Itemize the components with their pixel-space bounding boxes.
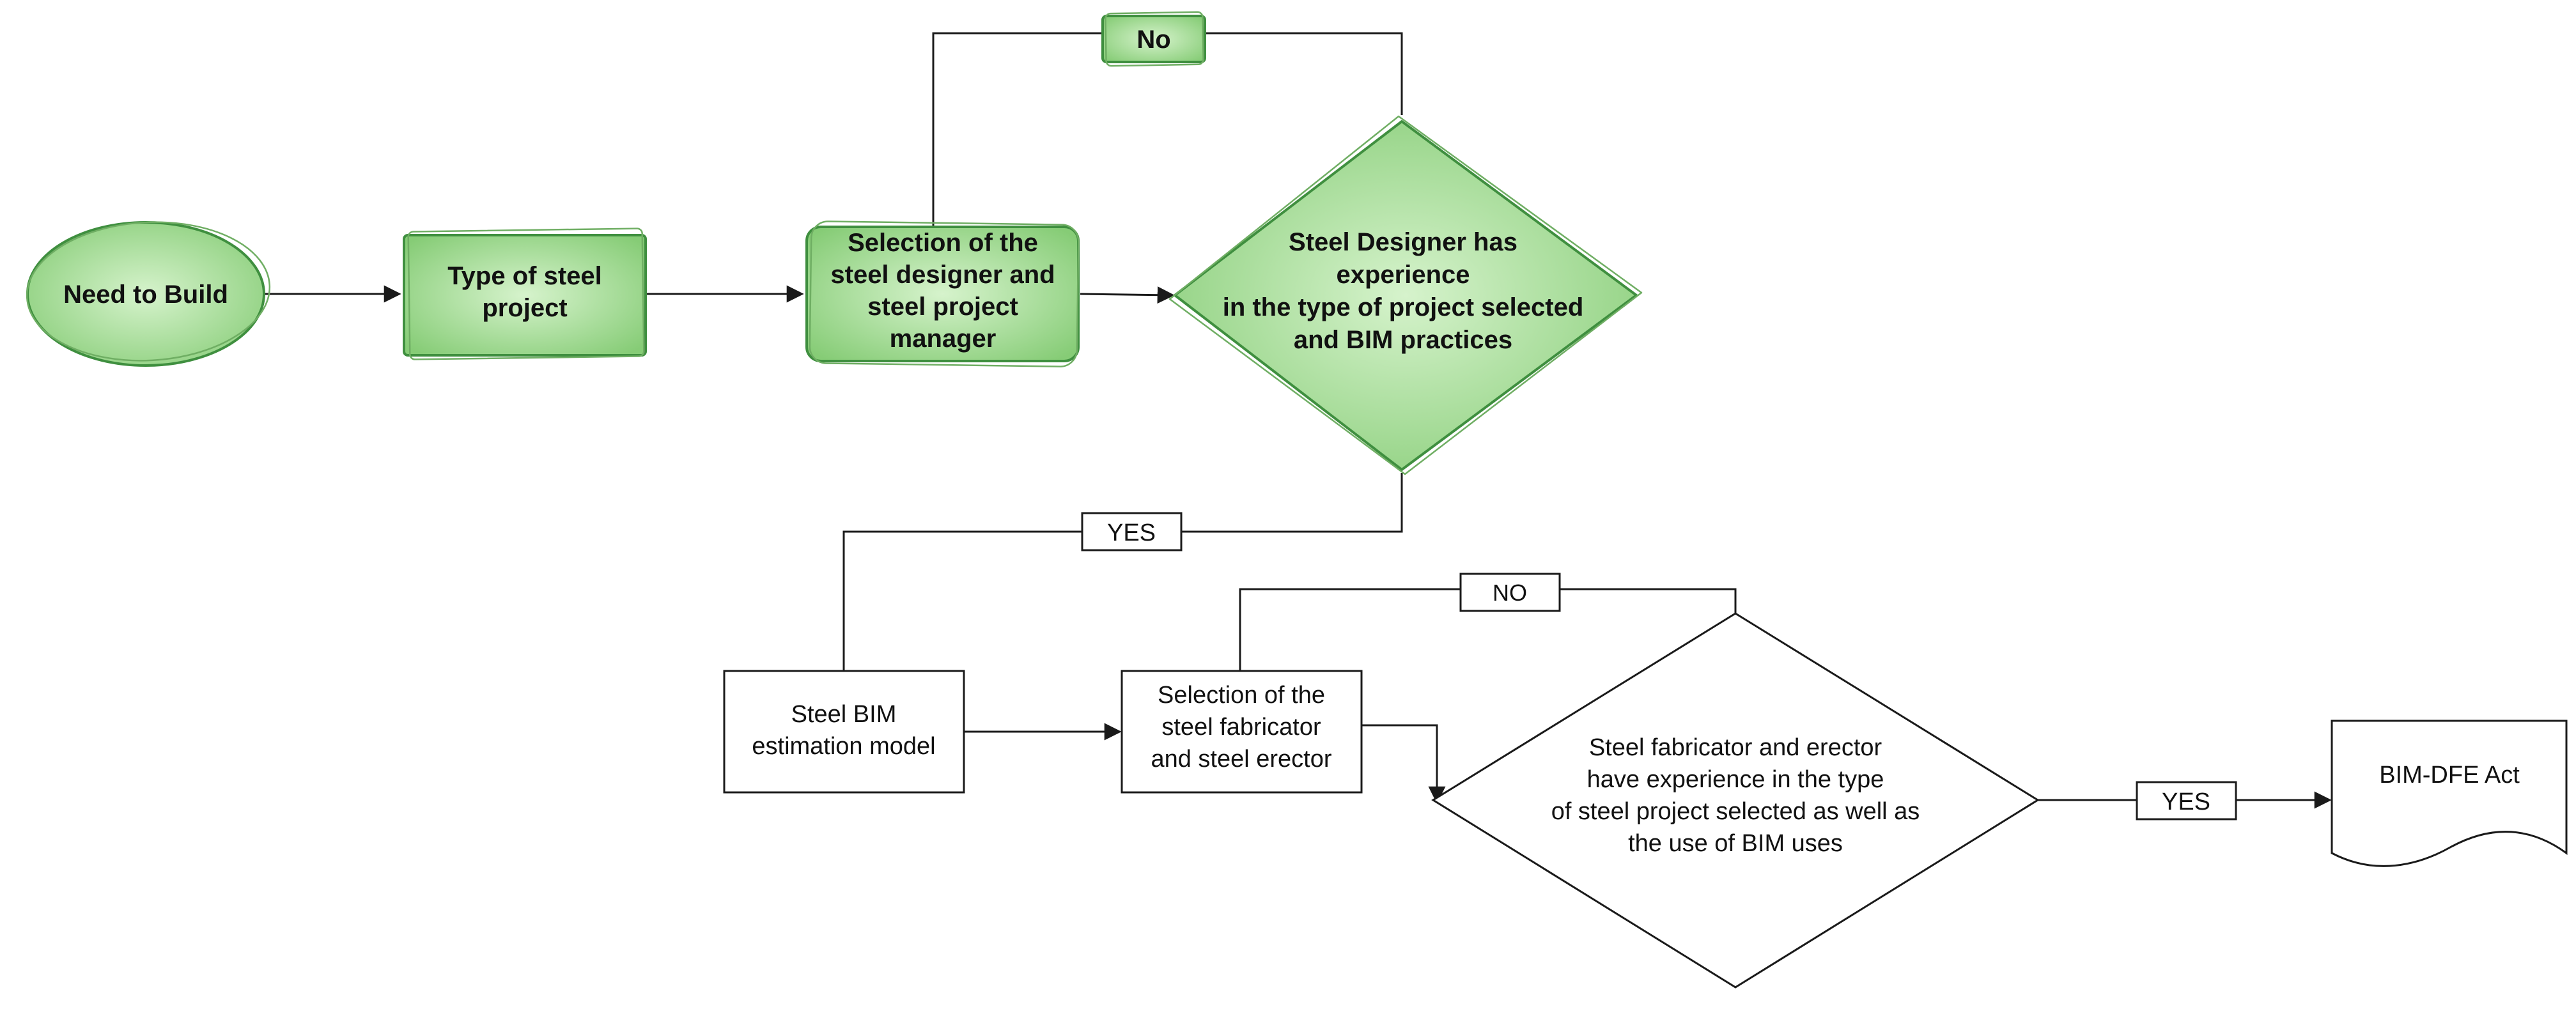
- designer-yes-text: YES: [1107, 520, 1156, 546]
- fabricator-no-label: NO: [1459, 573, 1561, 612]
- designer-selection-line-3: steel project: [867, 293, 1018, 321]
- designer-selection-line-1: Selection of the: [848, 229, 1038, 257]
- arrow-fabricator-selection-to-decision: [1362, 724, 1446, 804]
- start-node: Need to Build: [26, 221, 271, 367]
- designer-yes-label: YES: [1081, 512, 1183, 551]
- estimation-model-line-2: estimation model: [752, 733, 935, 760]
- fabricator-selection-line-3: and steel erector: [1151, 746, 1331, 773]
- start-node-label: Need to Build: [63, 281, 228, 309]
- fabricator-selection-line-2: steel fabricator: [1161, 714, 1321, 741]
- end-document-label: BIM-DFE Act: [2379, 762, 2520, 789]
- designer-no-label: No: [1101, 11, 1206, 67]
- fabricator-selection-line-1: Selection of the: [1158, 682, 1325, 709]
- designer-decision-line-3: in the type of project selected: [1223, 293, 1584, 321]
- designer-decision-line-1: Steel Designer has: [1289, 228, 1517, 256]
- designer-decision-node: Steel Designer has experience in the typ…: [1168, 115, 1643, 475]
- project-type-line-2: project: [482, 294, 567, 322]
- designer-decision-line-4: and BIM practices: [1294, 326, 1512, 354]
- arrow-designer-selection-to-decision: [1080, 286, 1175, 304]
- designer-selection-line-4: manager: [890, 325, 997, 353]
- project-type-node: Type of steel project: [403, 227, 647, 360]
- project-type-line-1: Type of steel: [447, 262, 602, 290]
- end-document-node: BIM-DFE Act: [2331, 720, 2568, 867]
- fabricator-decision-line-3: of steel project selected as well as: [1551, 798, 1920, 825]
- designer-decision-line-2: experience: [1336, 261, 1470, 289]
- estimation-model-node: Steel BIM estimation model: [723, 670, 965, 794]
- fabricator-yes-text: YES: [2162, 789, 2210, 815]
- designer-no-text: No: [1137, 26, 1170, 54]
- path-yes-designer: [842, 473, 1403, 671]
- fabricator-no-text: NO: [1493, 580, 1527, 606]
- fabricator-selection-node: Selection of the steel fabricator and st…: [1121, 670, 1363, 794]
- fabricator-decision-line-2: have experience in the type: [1587, 766, 1884, 793]
- designer-selection-node: Selection of the steel designer and stee…: [805, 220, 1080, 367]
- designer-selection-line-2: steel designer and: [830, 261, 1055, 289]
- fabricator-yes-label: YES: [2136, 781, 2237, 820]
- estimation-model-line-1: Steel BIM: [791, 701, 897, 728]
- fabricator-decision-line-4: the use of BIM uses: [1628, 830, 1843, 857]
- fabricator-decision-line-1: Steel fabricator and erector: [1589, 734, 1882, 761]
- fabricator-decision-node: Steel fabricator and erector have experi…: [1431, 612, 2040, 989]
